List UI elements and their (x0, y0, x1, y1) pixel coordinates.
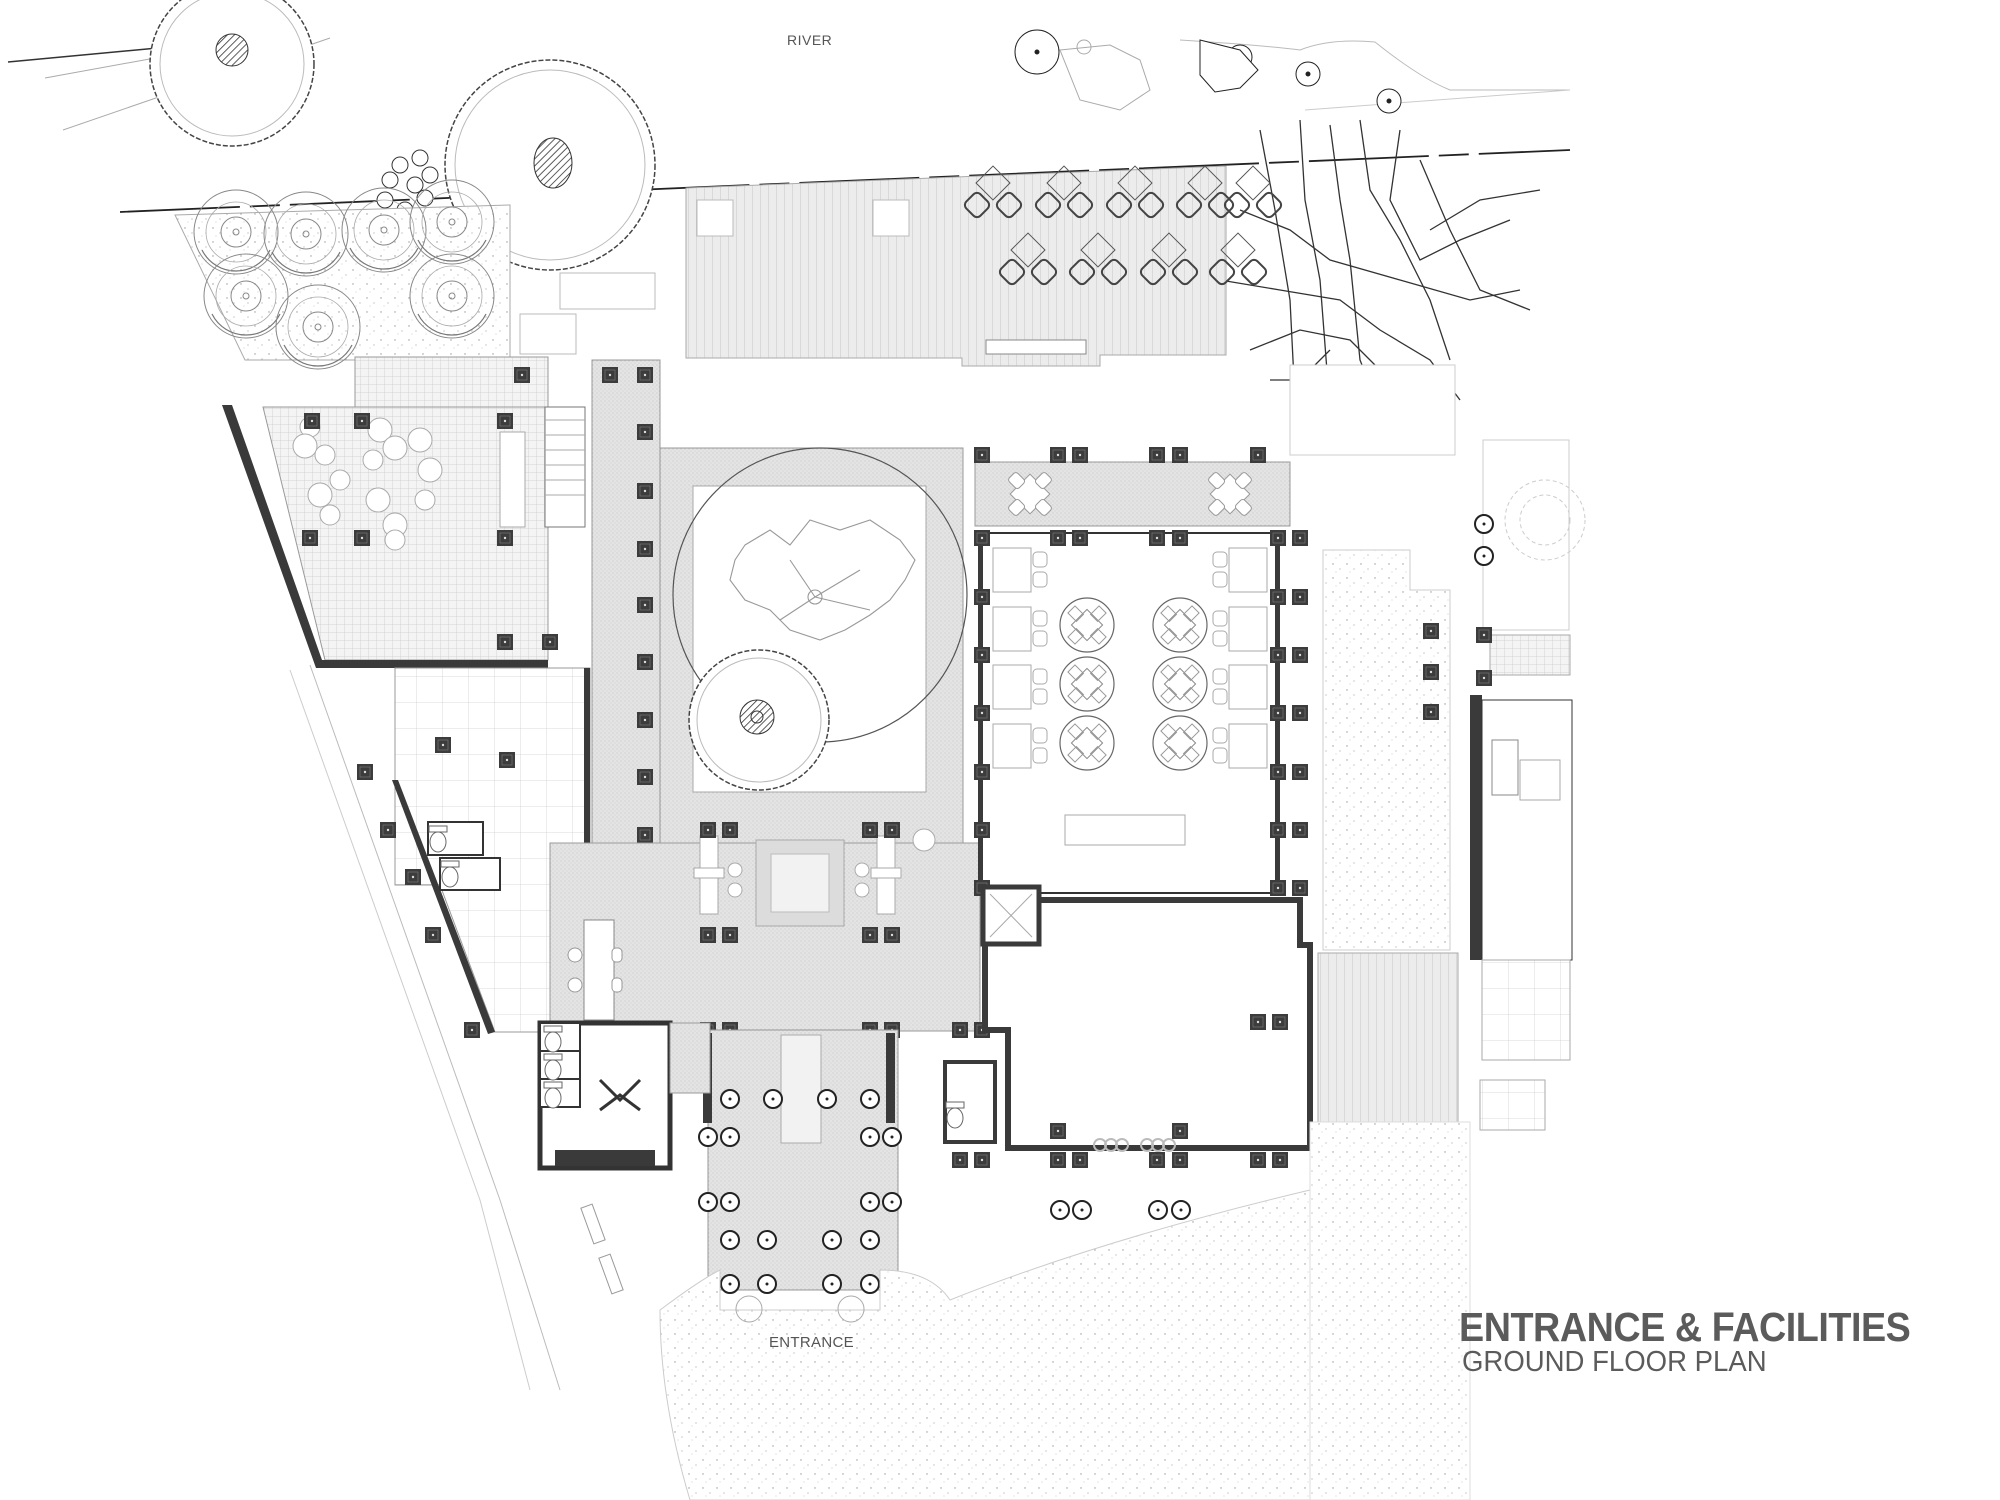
planter-pots (1093, 1138, 1176, 1152)
deck-planter-left (696, 199, 734, 237)
frangipani-tree-riverbank (1059, 39, 1151, 111)
restroom-corridor (669, 1022, 711, 1094)
palm-trees (1014, 29, 1402, 114)
entrance-tree (837, 1295, 865, 1323)
portico-wall-right (886, 1033, 895, 1123)
site-boundary-road (309, 664, 561, 1391)
east-garden-strip (1322, 549, 1451, 951)
title-block: ENTRANCE & FACILITIES GROUND FLOOR PLAN (1459, 1304, 1950, 1378)
west-lounge-stair (544, 406, 586, 528)
entrance-water-feature (780, 1034, 822, 1144)
reception-stools (567, 947, 623, 993)
road-bollard (580, 1203, 606, 1245)
riverside-deck-terrace (685, 165, 1227, 367)
deck-bench (985, 339, 1087, 355)
lounge-sofa (499, 431, 526, 528)
stone-paving-blocks (519, 272, 656, 355)
driveway-round-columns (1050, 1200, 1191, 1220)
reception-desk (583, 919, 615, 1021)
east-outdoor-area (1309, 1121, 1471, 1500)
lobby-planter (912, 828, 936, 852)
east-guest-suite (1470, 439, 1586, 1131)
entrance-tree (735, 1295, 763, 1323)
west-wing-angled-wall (392, 780, 495, 1034)
tree-canopy-large-left (149, 0, 315, 147)
drawing-title: ENTRANCE & FACILITIES (1459, 1304, 1911, 1350)
east-lawn (1289, 364, 1456, 456)
road-bollard (598, 1253, 624, 1295)
lobby-sofas (693, 835, 902, 915)
west-wing-restrooms (427, 821, 501, 891)
west-wing-east-wall (584, 668, 590, 898)
river-label: RIVER (787, 32, 833, 48)
entrance-label: ENTRANCE (769, 1334, 854, 1351)
entrance-driveway (659, 1189, 1311, 1500)
dining-buffet-counter (1064, 814, 1186, 846)
east-deck-path (1317, 952, 1459, 1124)
terrace-columns (973, 446, 1267, 464)
courtyard-frangipani-tree (729, 519, 916, 641)
deck-planter-right (872, 199, 910, 237)
restrooms (537, 1020, 673, 1171)
drawing-subtitle: GROUND FLOOR PLAN (1462, 1346, 1767, 1378)
courtyard-canopy-tree (688, 649, 830, 791)
